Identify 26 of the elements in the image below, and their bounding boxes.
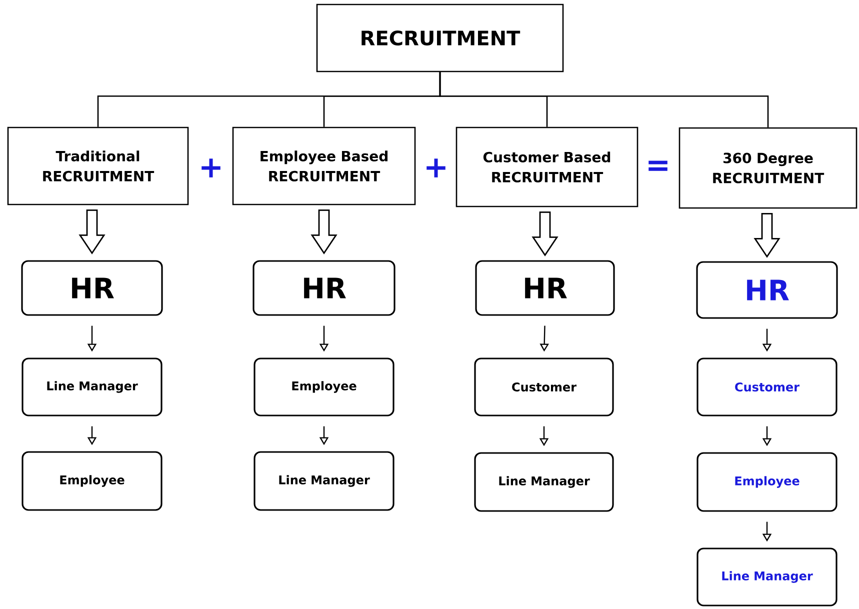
category-box: Employee Based RECRUITMENT bbox=[232, 126, 416, 206]
hr-box: HR bbox=[252, 260, 396, 316]
hr-box: HR bbox=[696, 261, 838, 319]
role-box: Line Manager bbox=[22, 358, 162, 416]
operator-sign: + bbox=[202, 158, 220, 178]
block-arrow bbox=[310, 209, 338, 254]
role-box: Line Manager bbox=[254, 451, 394, 511]
block-arrow bbox=[532, 211, 558, 256]
block-arrow bbox=[78, 209, 106, 254]
operator-sign: + bbox=[426, 158, 446, 178]
category-box: Customer Based RECRUITMENT bbox=[456, 126, 638, 208]
hr-box: HR bbox=[475, 260, 615, 316]
category-box: 360 Degree RECRUITMENT bbox=[678, 127, 858, 209]
role-box: Line Manager bbox=[474, 452, 614, 512]
role-box: Employee bbox=[22, 451, 162, 511]
category-box: Traditional RECRUITMENT bbox=[7, 126, 189, 206]
connector-line bbox=[439, 72, 769, 128]
role-box: Employee bbox=[254, 358, 394, 416]
hr-box: HR bbox=[21, 260, 163, 316]
title-box: RECRUITMENT bbox=[316, 4, 564, 72]
operator-sign: = bbox=[648, 160, 668, 171]
role-box: Customer bbox=[474, 358, 614, 416]
role-box: Customer bbox=[696, 358, 838, 416]
role-box: Line Manager bbox=[696, 548, 838, 606]
role-box: Employee bbox=[696, 452, 838, 512]
block-arrow bbox=[754, 212, 780, 258]
